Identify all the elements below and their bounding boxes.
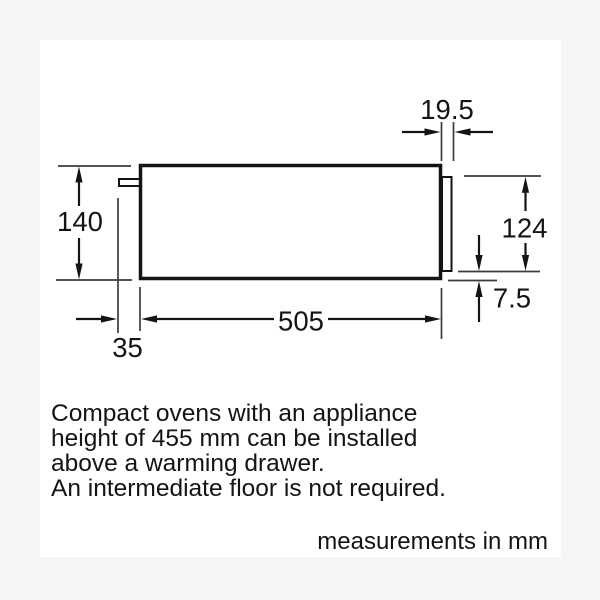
dimension-body-depth: 505 xyxy=(141,306,441,337)
dim-label-rear-offset: 35 xyxy=(112,332,143,363)
dim-label-front-panel-depth: 19.5 xyxy=(420,94,474,125)
installation-note-line: Compact ovens with an appliance xyxy=(51,400,418,427)
arrowhead-down-icon xyxy=(521,255,530,271)
arrowhead-right-icon xyxy=(425,315,441,323)
installation-note: Compact ovens with an appliance height o… xyxy=(51,401,446,501)
warming-drawer-outline xyxy=(118,163,453,281)
image-canvas xyxy=(40,40,561,557)
arrowhead-down-icon xyxy=(475,255,483,271)
units-label: measurements in mm xyxy=(317,528,548,555)
arrowhead-up-icon xyxy=(75,166,83,183)
arrowhead-down-icon xyxy=(75,263,83,280)
dimension-front-panel-bottom-offset: 7.5 xyxy=(475,235,531,322)
arrowhead-up-icon xyxy=(521,176,530,193)
dim-label-front-panel-bottom-offset: 7.5 xyxy=(493,283,531,314)
dim-label-front-panel-height: 124 xyxy=(502,213,548,244)
dimension-total-height: 140 xyxy=(57,166,103,280)
arrowhead-up-icon xyxy=(475,281,483,297)
dim-label-body-depth: 505 xyxy=(278,306,324,337)
dimension-rear-offset: 35 xyxy=(76,315,143,363)
drawer-body xyxy=(138,163,443,281)
dim-label-total-height: 140 xyxy=(57,206,103,237)
dimension-front-panel-height: 124 xyxy=(502,176,548,271)
arrowhead-left-icon xyxy=(454,128,471,136)
extension-lines xyxy=(56,122,541,339)
arrowhead-right-icon xyxy=(424,128,441,136)
installation-note-line: An intermediate floor is not required. xyxy=(51,475,446,502)
rear-mount-tab xyxy=(118,178,141,187)
installation-note-line: above a warming drawer. xyxy=(51,450,325,477)
drawer-front-panel xyxy=(441,176,453,272)
dimension-front-panel-depth: 19.5 xyxy=(402,94,493,136)
arrowhead-right-icon xyxy=(101,315,117,323)
arrowhead-left-icon xyxy=(141,315,157,323)
installation-note-line: height of 455 mm can be installed xyxy=(51,425,418,452)
